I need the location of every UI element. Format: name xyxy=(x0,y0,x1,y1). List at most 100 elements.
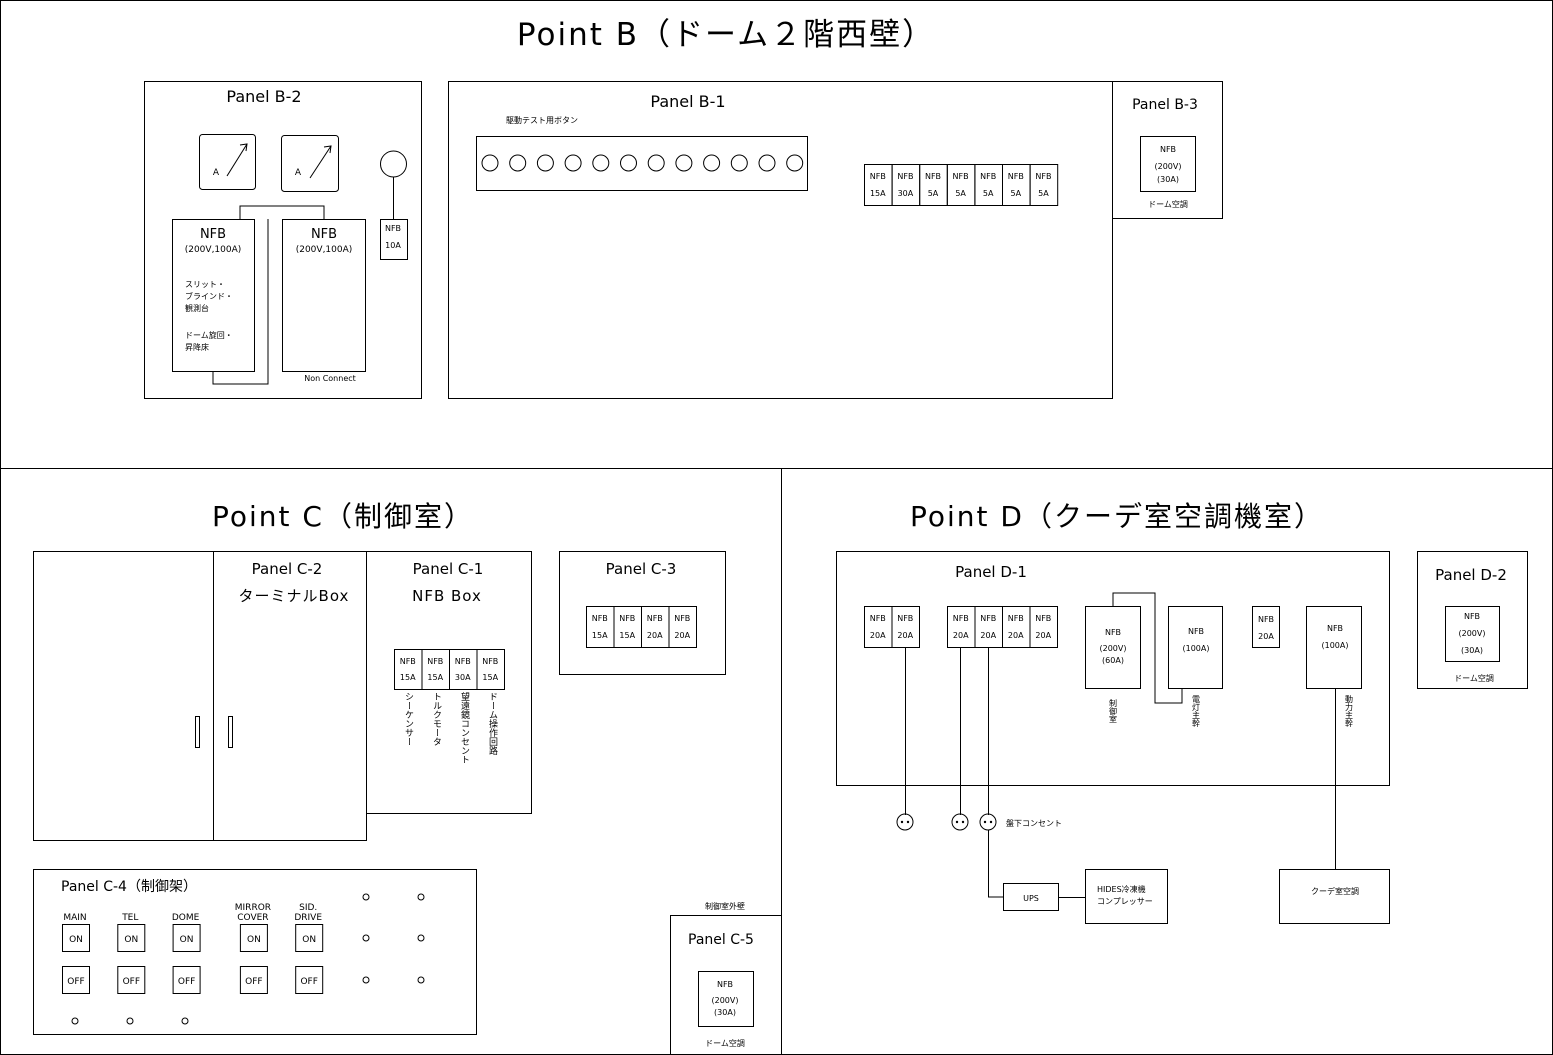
coude-ac-box xyxy=(1279,869,1390,924)
c4-switch-label: TEL xyxy=(121,913,138,923)
outlet-label: 盤下コンセント xyxy=(1006,818,1062,828)
b2-top-wire xyxy=(239,205,325,219)
cabinet-handle-left xyxy=(195,716,200,748)
test-button[interactable] xyxy=(564,154,582,172)
c4-on-button[interactable] xyxy=(295,924,324,952)
c4-off-button[interactable] xyxy=(172,966,201,994)
c1-breaker-label: NFB xyxy=(455,657,471,666)
c3-breaker xyxy=(613,606,642,648)
c4-on-button[interactable] xyxy=(239,924,268,952)
c4-switch-label: COVER xyxy=(237,913,268,923)
test-button[interactable] xyxy=(509,154,527,172)
test-button[interactable] xyxy=(703,154,721,172)
ammeter-2-arrowhead xyxy=(323,145,332,154)
c5-note: ドーム空調 xyxy=(705,1038,745,1048)
wire-to-ups xyxy=(988,830,1003,898)
c4-indicator-lamps xyxy=(71,893,425,1025)
c1-breaker-label: NFB xyxy=(400,657,416,666)
c4-on-button[interactable] xyxy=(62,924,90,952)
b1-breaker xyxy=(891,164,921,206)
panel-b1-frame xyxy=(448,81,1113,399)
c1-breaker-amp: 30A xyxy=(455,673,471,682)
ups-label: UPS xyxy=(1023,894,1039,903)
c4-off-button[interactable] xyxy=(62,966,90,994)
panel-c3-frame xyxy=(559,551,726,675)
c1-breaker xyxy=(421,649,450,690)
panel-c1-subtitle: NFB Box xyxy=(412,587,482,605)
b1-breaker xyxy=(1029,164,1059,206)
outlet-3 xyxy=(979,813,997,831)
outlet-1 xyxy=(896,813,914,831)
panel-d2-frame xyxy=(1417,551,1528,689)
test-button[interactable] xyxy=(675,154,693,172)
test-button[interactable] xyxy=(536,154,554,172)
c4-on-label: ON xyxy=(69,935,83,945)
test-button[interactable] xyxy=(786,154,804,172)
test-button[interactable] xyxy=(647,154,665,172)
c4-off-button[interactable] xyxy=(239,966,268,994)
pilot-lamp xyxy=(380,150,407,178)
d1g2-breaker-label: NFB xyxy=(953,614,969,623)
ammeter-2-needle xyxy=(309,145,332,179)
point-c-section: Point C（制御室） Panel C-2 ターミナルBox Panel C-… xyxy=(33,500,782,1055)
d1-big1-volt: (200V) xyxy=(1100,644,1127,653)
b2-nfb1-note5: 昇降床 xyxy=(185,342,209,352)
b1-breaker-label: NFB xyxy=(980,172,996,181)
hides-box xyxy=(1085,869,1168,924)
test-buttons xyxy=(481,154,804,172)
d1-big1 xyxy=(1085,606,1141,689)
d1-big2-note: 電灯主幹 xyxy=(1192,695,1201,728)
c4-switch-label: DOME xyxy=(172,913,200,923)
d2-note: ドーム空調 xyxy=(1454,673,1494,683)
panel-b2-title: Panel B-2 xyxy=(226,87,301,106)
test-button[interactable] xyxy=(620,154,637,172)
point-b-section: Point B（ドーム２階西壁） Panel B-2 A A NFB (200V… xyxy=(144,17,1223,399)
outlet-3-circle xyxy=(979,813,997,831)
c4-on-button[interactable] xyxy=(117,924,146,952)
outlet-2-pin xyxy=(961,820,965,824)
outlet-2-circle xyxy=(951,813,969,831)
ammeter-1-needle xyxy=(226,143,248,177)
d1g1-breaker xyxy=(891,606,920,648)
test-button[interactable] xyxy=(481,154,499,172)
c4-switch-label: DRIVE xyxy=(294,913,322,923)
c1-vertical-notes: シーケンサートルクモータ望遠鏡コンセントドーム操作回路 xyxy=(403,691,498,764)
c1-breaker xyxy=(476,649,505,690)
b2-nfb3 xyxy=(380,219,408,260)
test-button[interactable] xyxy=(758,154,776,172)
c4-on-button[interactable] xyxy=(172,924,201,952)
non-connect-label: Non Connect xyxy=(304,374,356,383)
panel-c4-frame xyxy=(33,869,477,1035)
b1-breaker-amp: 5A xyxy=(1011,189,1022,198)
d1g2-breaker-label: NFB xyxy=(980,614,996,623)
c3-breaker xyxy=(668,606,697,648)
lamp xyxy=(362,934,370,942)
panel-d1-frame xyxy=(836,551,1390,786)
test-button[interactable] xyxy=(592,154,610,172)
test-button[interactable] xyxy=(730,154,748,172)
d1-single-breaker xyxy=(1252,606,1280,648)
point-d-section: Point D（クーデ室空調機室） Panel D-1 NFB20ANFB20A… xyxy=(836,500,1528,924)
d1-big1-note: 制御室 xyxy=(1109,698,1118,723)
c4-off-button[interactable] xyxy=(117,966,146,994)
b2-nfb1-note3: 観測台 xyxy=(185,303,209,313)
c1-note: トルクモータ xyxy=(431,692,442,746)
c4-switch-label: SID. xyxy=(299,903,317,913)
panel-b3-title: Panel B-3 xyxy=(1132,97,1198,113)
d1-big3-amp: (100A) xyxy=(1322,641,1349,650)
b1-breaker-label: NFB xyxy=(1035,172,1051,181)
d1g2-breaker xyxy=(1029,606,1058,648)
b3-nfb-label: NFB xyxy=(1160,145,1176,154)
b2-nfb2 xyxy=(282,219,366,372)
b3-note: ドーム空調 xyxy=(1148,199,1188,209)
b1-breaker-label: NFB xyxy=(925,172,941,181)
c4-off-button[interactable] xyxy=(295,966,324,994)
point-c-title: Point C（制御室） xyxy=(212,500,474,533)
c5-nfb xyxy=(698,971,754,1027)
c1-note: 望遠鏡コンセント xyxy=(459,691,470,764)
c4-off-label: OFF xyxy=(178,977,195,987)
